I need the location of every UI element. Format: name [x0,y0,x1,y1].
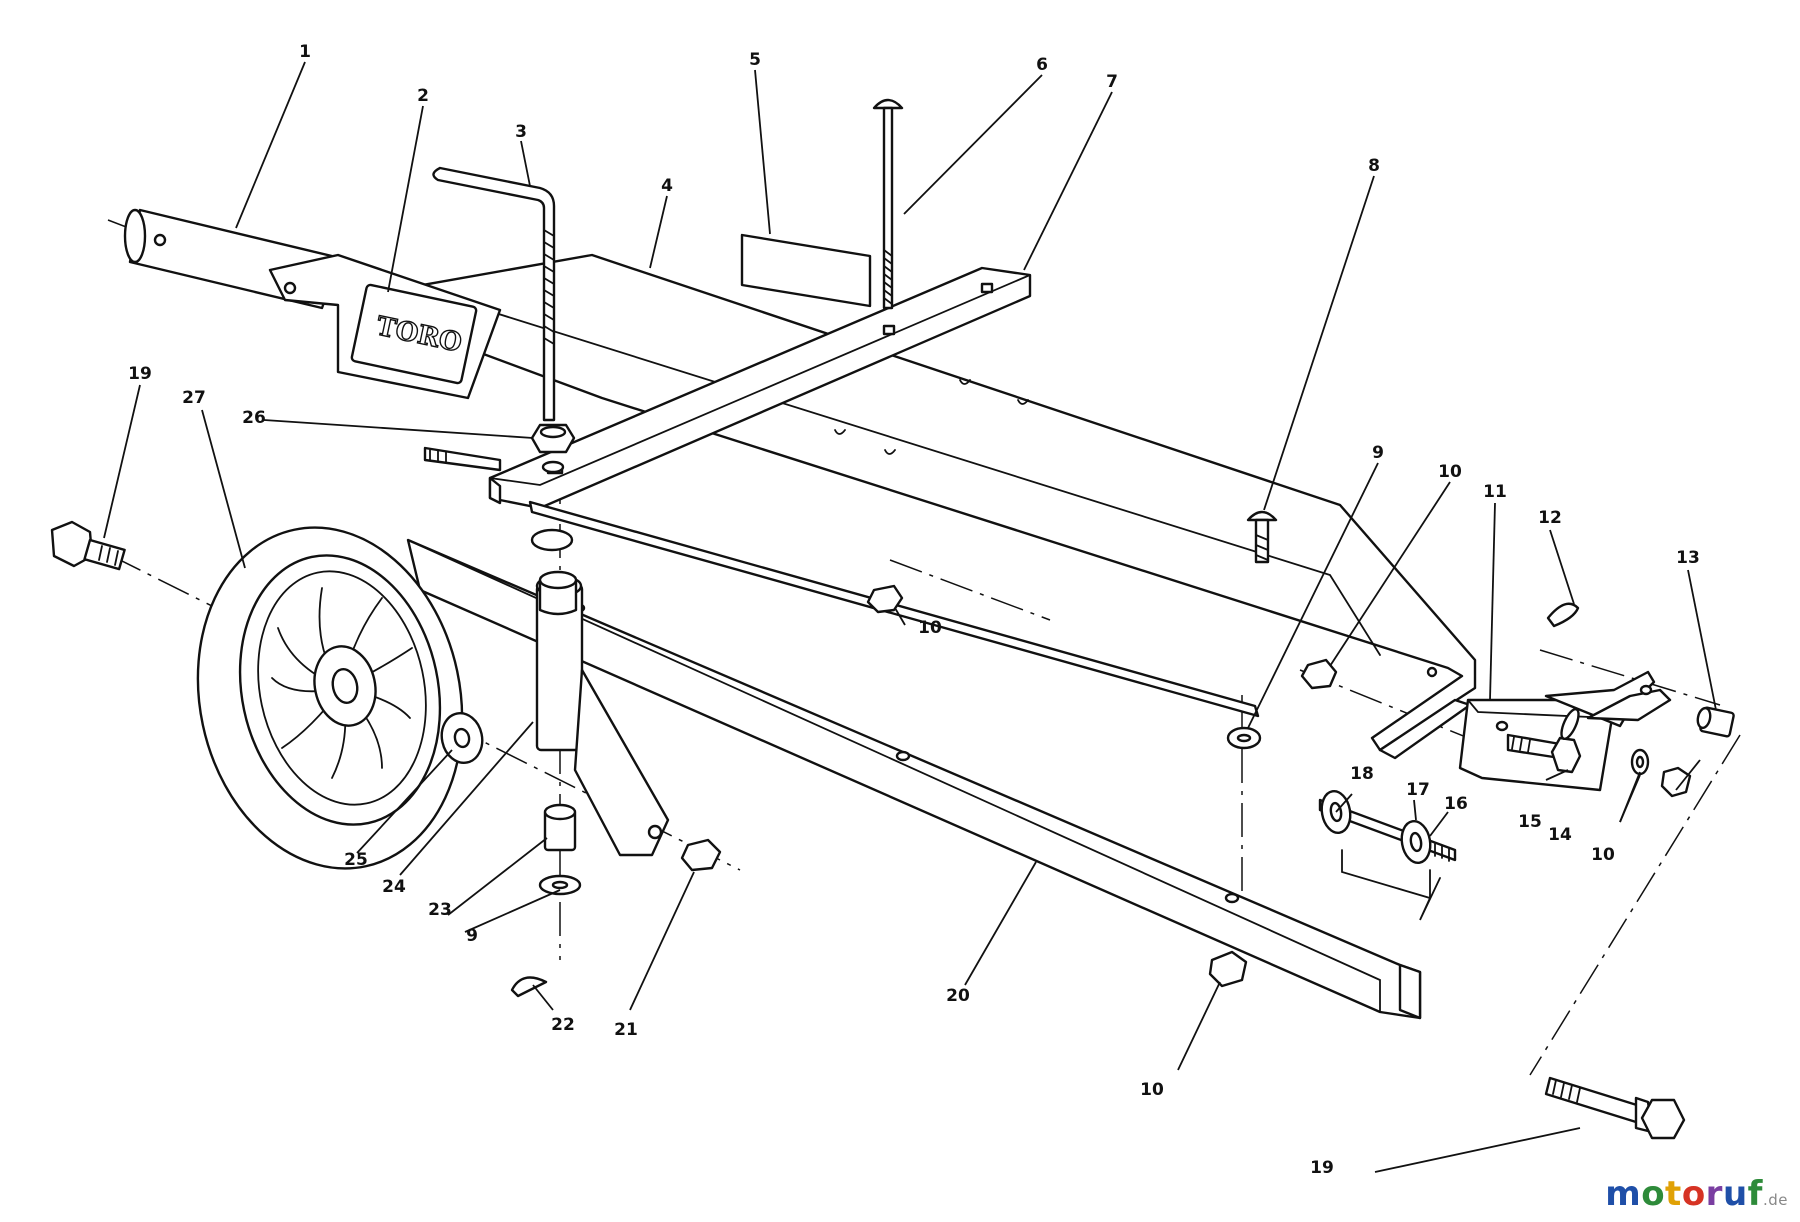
callout-3: 3 [515,122,527,142]
watermark-letter: r [1705,1174,1723,1214]
callout-13: 13 [1676,548,1700,568]
site-watermark: motoruf.de [1605,1174,1788,1214]
shoulder-bolt-left [50,520,126,571]
callout-21: 21 [614,1020,638,1040]
leader-lines [103,61,1717,1173]
callout-24: 24 [382,877,406,897]
callout-8: 8 [1368,156,1380,176]
watermark-letter: f [1747,1174,1763,1214]
callout-5: 5 [749,50,761,70]
washer-top [541,460,565,474]
callout-22: 22 [551,1015,575,1035]
callout-19-left: 19 [128,364,152,384]
callout-10-right: 10 [1591,845,1615,865]
callout-12: 12 [1538,508,1562,528]
callout-numbers: 1 2 3 4 5 6 7 8 9 10 10 10 10 10 11 12 1… [128,42,1700,1178]
callout-9-right: 9 [1372,443,1384,463]
watermark-letter: u [1722,1174,1748,1214]
watermark-text: motoruf [1605,1174,1763,1214]
carriage-bolt-short [1246,510,1278,564]
callout-10-bottom: 10 [1140,1080,1164,1100]
watermark-suffix: .de [1762,1191,1788,1209]
callout-1: 1 [299,42,311,62]
wheel [196,526,464,870]
callout-10-mid: 10 [918,618,942,638]
callout-11: 11 [1483,482,1507,502]
callout-25: 25 [344,850,368,870]
callout-18: 18 [1350,764,1374,784]
callout-4: 4 [661,176,673,196]
callout-19-right: 19 [1310,1158,1334,1178]
hex-nut-10-right [1660,766,1692,798]
cross-bar [488,266,1032,510]
bolt-15 [1506,707,1582,774]
plate [740,233,872,308]
callout-16: 16 [1444,794,1468,814]
callout-7: 7 [1106,72,1118,92]
hex-nut-10-mid [866,584,904,614]
caster-top-bushing [538,570,578,616]
callout-17: 17 [1406,780,1430,800]
hex-nut-21 [680,838,722,872]
hairpin-clip-12 [1546,602,1580,628]
side-rod [423,446,502,472]
callout-6: 6 [1036,55,1048,75]
callout-2: 2 [417,86,429,106]
cotter-pin-22 [510,976,548,998]
hex-nut-26 [530,423,576,454]
carriage-bolt-long [872,98,904,310]
toro-bracket: TORO [268,253,502,400]
cap-nut-13 [1696,706,1735,738]
caster-spindle [530,528,670,896]
callout-9-left: 9 [466,926,478,946]
watermark-letter: t [1665,1174,1682,1214]
callout-20: 20 [946,986,970,1006]
watermark-letter: o [1641,1174,1666,1214]
callout-14: 14 [1548,825,1572,845]
bent-height-rod [432,166,556,422]
callout-27: 27 [182,388,206,408]
washer-14 [1630,748,1650,776]
callout-26: 26 [242,408,266,428]
watermark-letter: m [1605,1174,1642,1214]
callout-15: 15 [1518,812,1542,832]
watermark-letter: o [1681,1174,1706,1214]
callout-23: 23 [428,900,452,920]
shoulder-bolt-right [1544,1076,1686,1140]
callout-10-upper: 10 [1438,462,1462,482]
hex-nut-10-bottom [1208,950,1248,988]
washer-9-right [1226,726,1262,750]
hex-nut-10-upper [1300,658,1338,690]
